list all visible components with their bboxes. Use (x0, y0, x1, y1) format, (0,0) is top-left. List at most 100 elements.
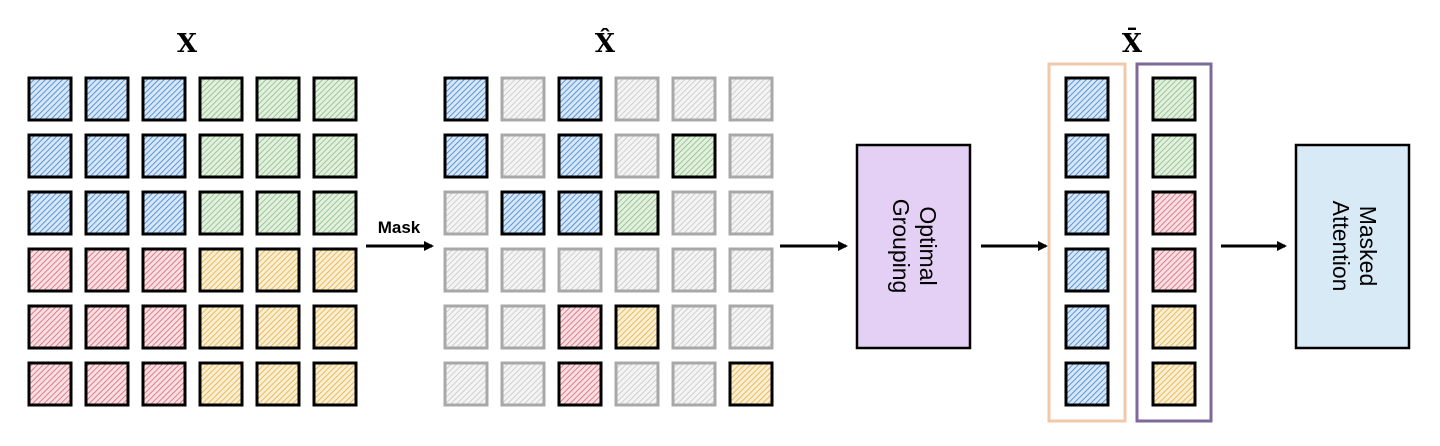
token-cell-blue (557, 190, 603, 236)
xhat-title: X̂ (595, 28, 616, 59)
token-cell-red (84, 247, 130, 293)
token-cell-green (198, 133, 244, 179)
grouped-token-cell-green (1151, 76, 1197, 122)
token-cell-yellow (198, 304, 244, 350)
token-cell-yellow (312, 361, 358, 407)
token-cell-gray (728, 304, 774, 350)
grouped-token-cell-blue (1064, 133, 1110, 179)
masked-attention-line1: Masked (1355, 206, 1381, 287)
token-cell-gray (671, 76, 717, 122)
token-cell-green (198, 190, 244, 236)
grouped-token-cell-red (1151, 190, 1197, 236)
grouped-token-cell-blue (1064, 304, 1110, 350)
token-cell-blue (27, 133, 73, 179)
token-cell-gray (500, 76, 546, 122)
token-cell-red (141, 361, 187, 407)
masked-token-grid (443, 76, 774, 407)
grouped-tokens (1064, 76, 1197, 407)
token-cell-yellow (255, 304, 301, 350)
token-cell-blue (557, 76, 603, 122)
token-cell-green (614, 190, 660, 236)
input-token-grid (27, 76, 358, 407)
token-cell-blue (141, 76, 187, 122)
token-cell-red (141, 304, 187, 350)
token-cell-yellow (198, 247, 244, 293)
token-cell-blue (500, 190, 546, 236)
token-cell-blue (84, 76, 130, 122)
grouped-token-cell-yellow (1151, 304, 1197, 350)
grouped-token-cell-blue (1064, 247, 1110, 293)
token-cell-gray (614, 76, 660, 122)
token-cell-red (27, 304, 73, 350)
x-title: X (177, 29, 198, 59)
token-cell-blue (443, 76, 489, 122)
token-cell-green (671, 133, 717, 179)
grouped-token-cell-blue (1064, 361, 1110, 407)
group-2-border (1135, 62, 1213, 423)
token-cell-gray (500, 361, 546, 407)
optimal-grouping-line1: Optimal (915, 206, 941, 285)
token-cell-red (557, 361, 603, 407)
token-cell-gray (500, 133, 546, 179)
token-cell-green (198, 76, 244, 122)
token-cell-red (27, 247, 73, 293)
token-cell-green (255, 76, 301, 122)
token-cell-gray (671, 247, 717, 293)
token-cell-gray (728, 190, 774, 236)
token-cell-green (255, 133, 301, 179)
token-cell-gray (500, 304, 546, 350)
token-cell-gray (443, 247, 489, 293)
token-cell-red (84, 304, 130, 350)
token-cell-green (312, 190, 358, 236)
token-cell-blue (141, 133, 187, 179)
token-cell-yellow (255, 361, 301, 407)
token-cell-yellow (614, 304, 660, 350)
token-cell-gray (443, 304, 489, 350)
token-cell-red (141, 247, 187, 293)
token-cell-blue (557, 133, 603, 179)
grouped-token-cell-blue (1064, 76, 1110, 122)
token-cell-gray (728, 76, 774, 122)
token-cell-gray (500, 247, 546, 293)
token-cell-gray (557, 247, 603, 293)
token-cell-blue (84, 190, 130, 236)
token-cell-gray (443, 190, 489, 236)
group-1-border (1047, 62, 1127, 423)
grouped-token-cell-yellow (1151, 361, 1197, 407)
token-cell-red (84, 361, 130, 407)
grouped-token-cell-green (1151, 133, 1197, 179)
token-cell-green (255, 190, 301, 236)
token-cell-yellow (312, 304, 358, 350)
token-cell-yellow (198, 361, 244, 407)
optimal-grouping-line2: Grouping (888, 199, 914, 294)
token-cell-gray (671, 190, 717, 236)
token-cell-gray (728, 133, 774, 179)
grouped-token-cell-red (1151, 247, 1197, 293)
token-cell-gray (671, 304, 717, 350)
token-cell-gray (728, 247, 774, 293)
masked-attention-line2: Attention (1328, 201, 1354, 292)
token-cell-blue (27, 76, 73, 122)
token-cell-green (312, 76, 358, 122)
mask-label: Mask (378, 218, 421, 237)
token-cell-blue (27, 190, 73, 236)
token-cell-red (27, 361, 73, 407)
token-cell-red (557, 304, 603, 350)
token-cell-blue (141, 190, 187, 236)
token-cell-blue (84, 133, 130, 179)
token-cell-blue (443, 133, 489, 179)
xbar-title: X̄ (1122, 27, 1143, 59)
token-cell-yellow (728, 361, 774, 407)
grouped-token-cell-blue (1064, 190, 1110, 236)
token-cell-gray (443, 361, 489, 407)
token-cell-gray (614, 133, 660, 179)
token-cell-yellow (312, 247, 358, 293)
optimal-grouping-block: Optimal Grouping (855, 143, 972, 350)
masked-attention-block: Masked Attention (1294, 143, 1411, 350)
token-cell-yellow (255, 247, 301, 293)
token-cell-gray (614, 361, 660, 407)
token-cell-green (312, 133, 358, 179)
token-cell-gray (671, 361, 717, 407)
token-cell-gray (614, 247, 660, 293)
